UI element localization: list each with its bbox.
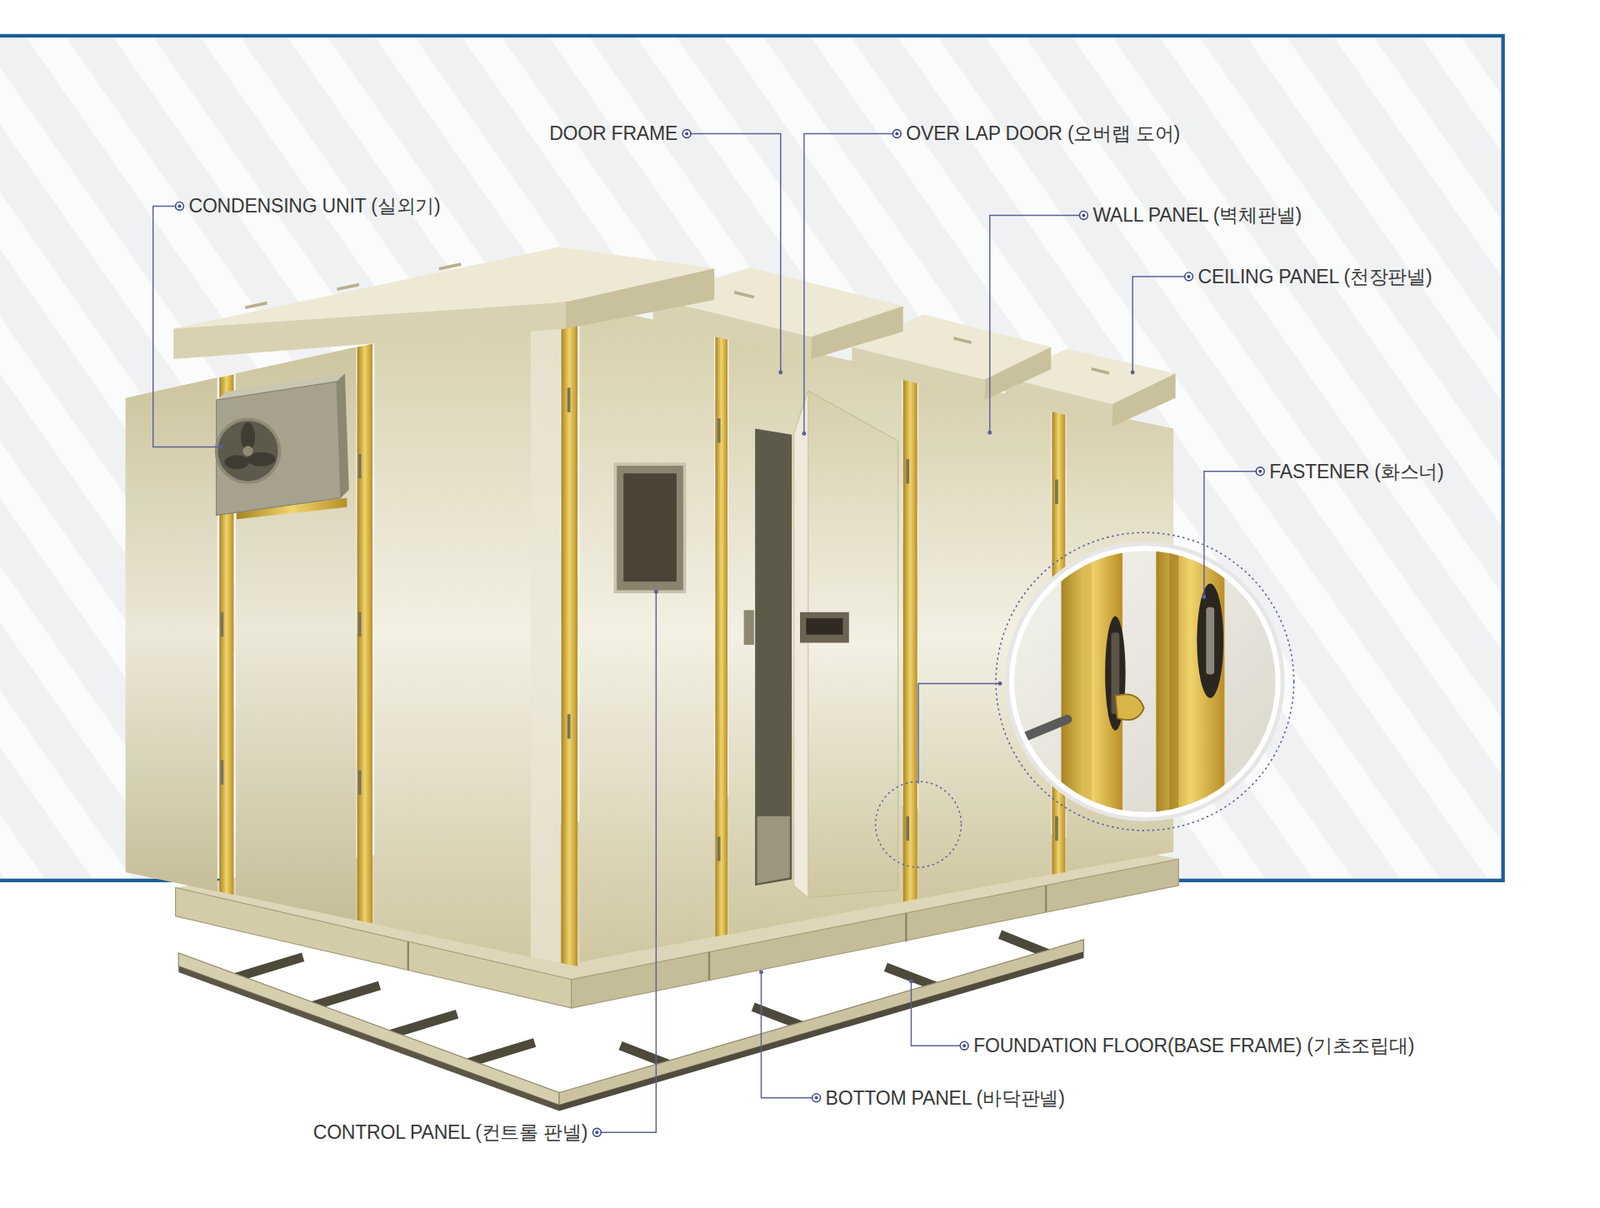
fastener-zoom	[875, 532, 1295, 868]
part-label: FASTENER (화스너)	[1269, 460, 1444, 484]
leader-lines	[153, 134, 1257, 1134]
leader-ends	[218, 370, 1206, 985]
overlap-door	[744, 390, 899, 899]
left-wall-panels	[125, 299, 578, 967]
part-label: BOTTOM PANEL (바닥판넬)	[825, 1086, 1065, 1110]
ceiling-panels	[173, 246, 1175, 427]
control-panel-box	[615, 464, 685, 592]
part-label: DOOR FRAME	[549, 121, 678, 145]
part-label: WALL PANEL (벽체판넬)	[1092, 203, 1302, 227]
part-label: CEILING PANEL (천장판넬)	[1198, 265, 1433, 289]
callout-dot-centres	[178, 132, 1263, 1135]
callout-dots	[175, 130, 1265, 1138]
part-label: OVER LAP DOOR (오버랩 도어)	[905, 121, 1180, 145]
front-wall-panels	[580, 304, 1175, 963]
part-label: FOUNDATION FLOOR(BASE FRAME) (기초조립대)	[973, 1034, 1415, 1058]
part-label: CONDENSING UNIT (실외기)	[189, 194, 441, 218]
part-label: CONTROL PANEL (컨트롤 판넬)	[313, 1120, 589, 1145]
condensing-unit	[216, 373, 350, 520]
